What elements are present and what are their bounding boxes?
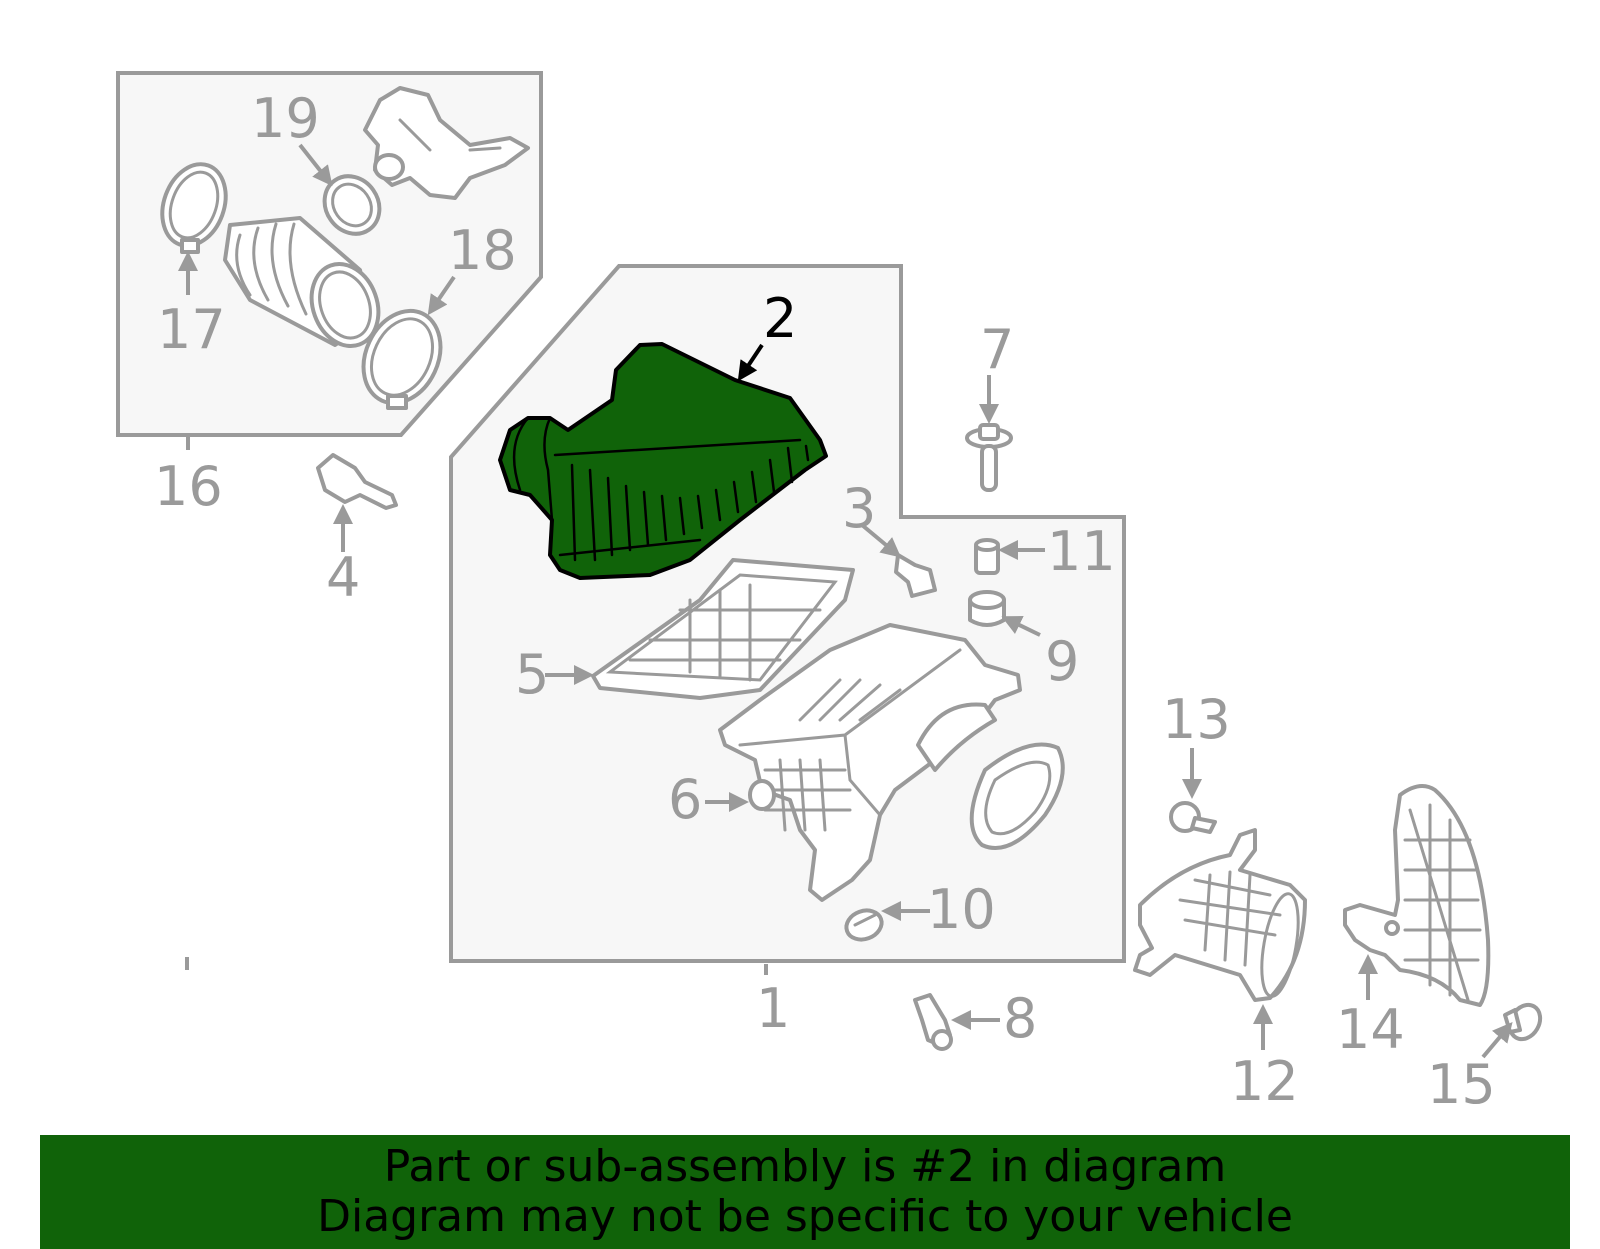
callout-11: 11 [1047, 520, 1116, 583]
bushing-11 [974, 538, 1000, 575]
callout-8: 8 [1003, 987, 1037, 1050]
callout-17: 17 [157, 298, 226, 361]
banner-line-1: Part or sub-assembly is #2 in diagram [383, 1141, 1227, 1192]
callout-1: 1 [756, 977, 790, 1040]
callout-15: 15 [1427, 1053, 1496, 1116]
air-cleaner-cover-2 [498, 342, 828, 580]
callout-10: 10 [927, 878, 996, 941]
bracket-3 [894, 553, 937, 598]
callout-14: 14 [1336, 998, 1405, 1061]
clip-13 [1169, 801, 1217, 834]
info-banner: Part or sub-assembly is #2 in diagram Di… [40, 1135, 1570, 1249]
clamp-19 [322, 174, 382, 236]
sensor-4 [316, 453, 398, 510]
clamp-17 [160, 162, 228, 254]
callout-12: 12 [1230, 1050, 1299, 1113]
clip-15 [1503, 1002, 1543, 1042]
air-filter-5 [591, 558, 855, 700]
grommet-9 [968, 590, 1006, 627]
callout-13: 13 [1162, 688, 1231, 751]
pin-8 [913, 993, 953, 1051]
lower-housing [718, 623, 1022, 902]
duct-12 [1133, 828, 1307, 1002]
clip-10 [844, 908, 884, 942]
gasket [969, 742, 1065, 851]
bolt-7 [965, 423, 1013, 492]
callout-2: 2 [763, 287, 797, 350]
callout-9: 9 [1045, 630, 1079, 693]
banner-line-2: Diagram may not be specific to your vehi… [317, 1191, 1293, 1242]
callout-16: 16 [154, 455, 223, 518]
callout-5: 5 [515, 643, 549, 706]
guide-14 [1343, 784, 1491, 1007]
callout-6: 6 [668, 768, 702, 831]
callout-19: 19 [251, 87, 320, 150]
resonator-part [363, 86, 530, 200]
callout-3: 3 [842, 477, 876, 540]
callout-18: 18 [448, 219, 517, 282]
callout-4: 4 [326, 546, 360, 609]
clamp-18 [361, 308, 443, 410]
callout-7: 7 [980, 318, 1014, 381]
intake-hose [223, 216, 381, 348]
